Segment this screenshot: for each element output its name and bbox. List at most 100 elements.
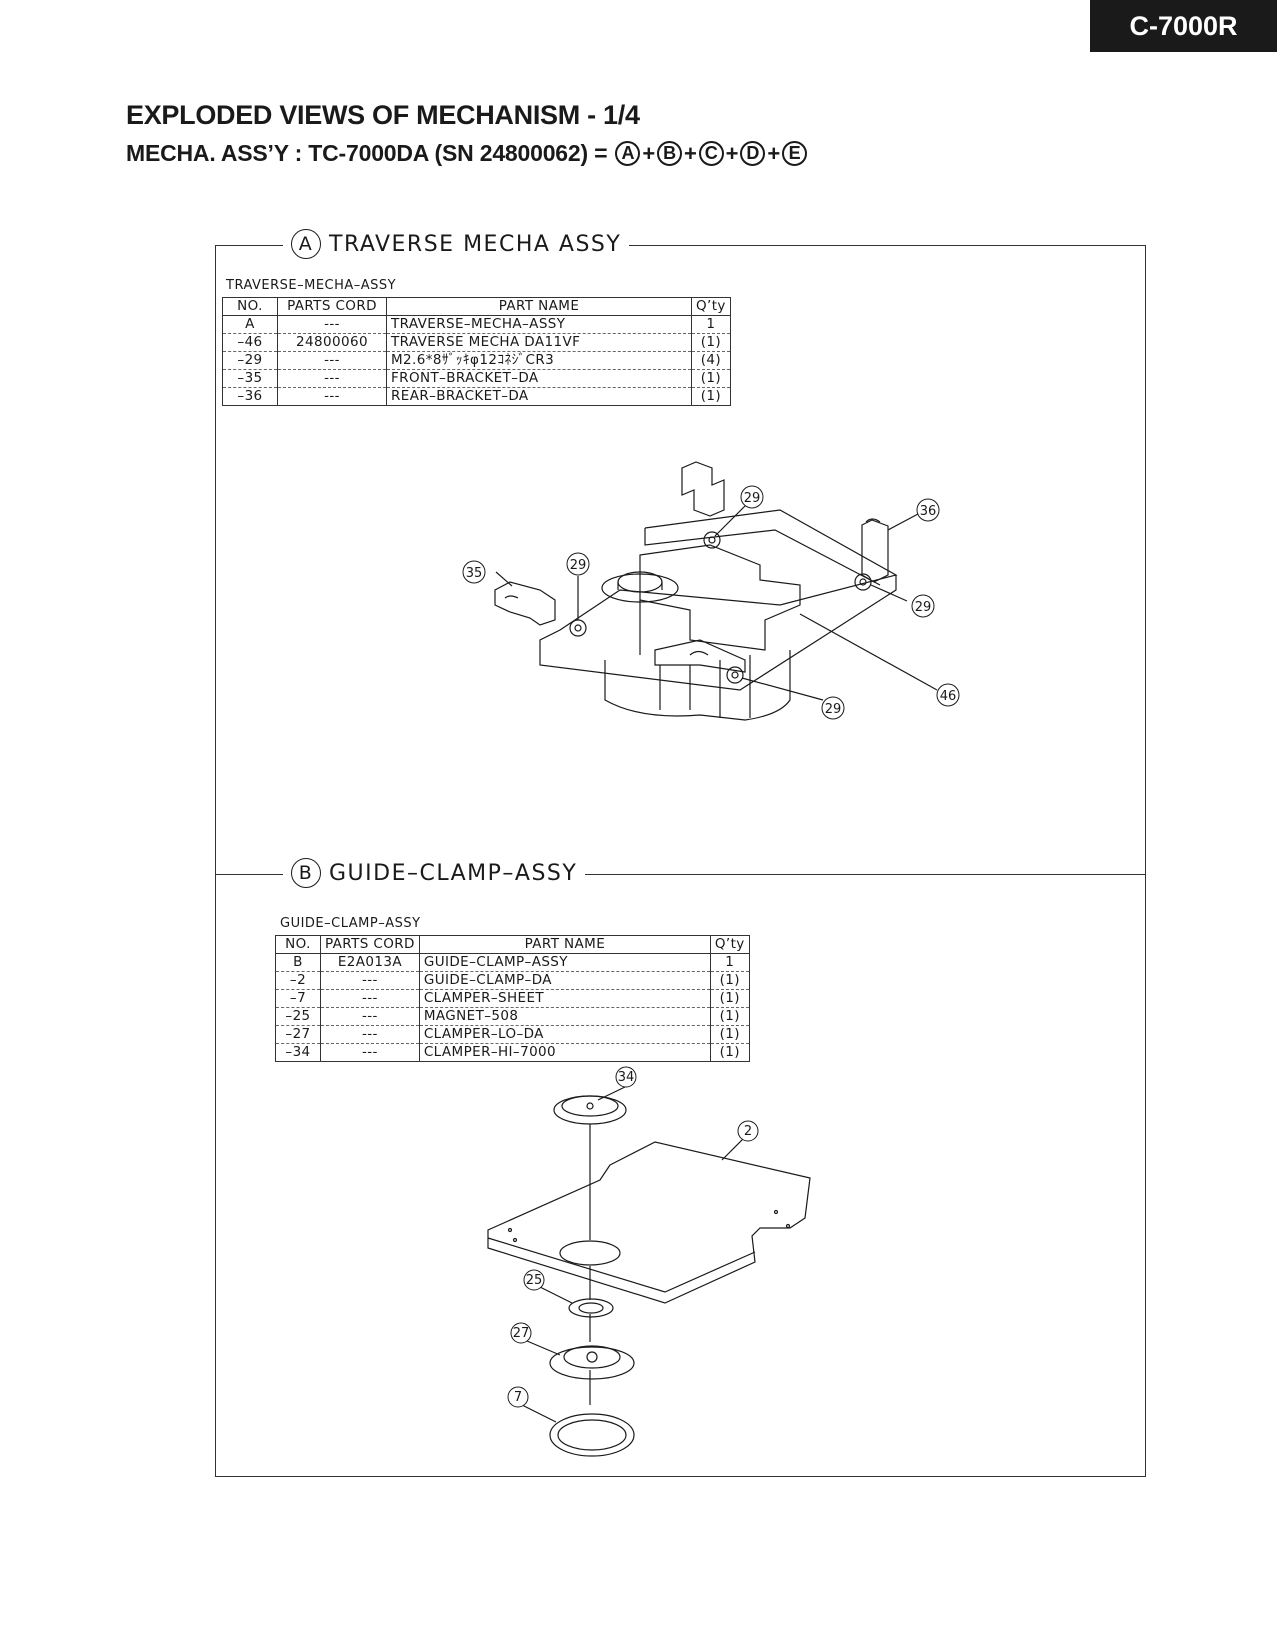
model-tag: C-7000R [1090,0,1277,52]
module-d-badge: D [740,141,766,166]
callout-bubble [462,560,486,584]
section-b-letter: B [291,858,321,888]
parts-table-b: NO. PARTS CORD PART NAME Q’ty B E2A013A … [275,935,750,1062]
callout-bubble [566,552,590,576]
cell-no: –25 [275,1007,321,1026]
parts-table-a: NO. PARTS CORD PART NAME Q’ty A --- TRAV… [222,297,731,406]
table-row: –46 24800060 TRAVERSE MECHA DA11VF (1) [222,333,731,352]
cell-name: REAR–BRACKET–DA [386,387,692,406]
cell-name: CLAMPER–LO–DA [418,1025,711,1044]
cell-parts: --- [277,387,387,406]
module-b-badge: B [657,141,683,166]
table-row: B E2A013A GUIDE–CLAMP–ASSY 1 [275,953,750,972]
section-a-letter: A [291,229,321,259]
callout-bubble [510,1322,532,1344]
cell-no: –27 [275,1025,321,1044]
cell-name: FRONT–BRACKET–DA [386,369,692,388]
callout-number: 29 [744,491,761,506]
cell-qty: (1) [691,333,731,352]
table-row: –34 --- CLAMPER–HI–7000 (1) [275,1043,750,1062]
cell-parts: --- [277,315,387,334]
col-qty: Q’ty [709,935,750,954]
module-list: A+ B+ C+ D+ E [615,141,807,167]
section-a-callout-labels: 29 36 35 29 29 46 29 [466,491,957,717]
section-a-callouts [462,485,960,720]
table-row: –7 --- CLAMPER–SHEET (1) [275,989,750,1008]
col-name: PART NAME [418,935,711,954]
col-name: PART NAME [386,297,692,316]
cell-no: B [275,953,321,972]
subtitle-text: MECHA. ASS’Y : TC-7000DA (SN 24800062) = [126,140,608,166]
table-header: NO. PARTS CORD PART NAME Q’ty [275,935,750,954]
module-c-badge: C [698,141,724,166]
cell-no: –7 [275,989,321,1008]
cell-name: GUIDE–CLAMP–ASSY [418,953,711,972]
module-e-badge: E [781,141,807,166]
callout-number: 27 [513,1326,530,1341]
cell-no: –36 [222,387,278,406]
cell-parts: --- [277,369,387,388]
callout-bubble [916,498,940,522]
callout-bubble [507,1386,529,1408]
cell-no: –35 [222,369,278,388]
table-row: –27 --- CLAMPER–LO–DA (1) [275,1025,750,1044]
page-subtitle: MECHA. ASS’Y : TC-7000DA (SN 24800062) =… [126,140,807,167]
cell-qty: (1) [691,369,731,388]
col-parts: PARTS CORD [277,297,387,316]
col-no: NO. [222,297,278,316]
table-row: –2 --- GUIDE–CLAMP–DA (1) [275,971,750,990]
cell-parts: E2A013A [320,953,420,972]
cell-qty: (1) [709,1025,750,1044]
cell-qty: (1) [709,971,750,990]
col-qty: Q’ty [691,297,731,316]
cell-qty: (1) [691,387,731,406]
table-row: –35 --- FRONT–BRACKET–DA (1) [222,369,731,388]
table-row: –36 --- REAR–BRACKET–DA (1) [222,387,731,406]
cell-name: CLAMPER–HI–7000 [418,1043,711,1062]
callout-number: 36 [920,504,937,519]
section-b-label: GUIDE–CLAMP–ASSY [329,860,578,886]
cell-no: –2 [275,971,321,990]
callout-number: 29 [570,558,587,573]
cell-qty: (1) [709,989,750,1008]
callout-bubble [821,696,845,720]
cell-no: –29 [222,351,278,370]
section-a-label: TRAVERSE MECHA ASSY [329,231,622,257]
callout-bubble [740,485,764,509]
cell-no: –34 [275,1043,321,1062]
cell-qty: (4) [691,351,731,370]
col-no: NO. [275,935,321,954]
section-b-frame [215,875,1146,1477]
table-a-title: TRAVERSE–MECHA–ASSY [226,278,397,293]
callout-bubble [911,594,935,618]
callout-number: 29 [825,702,842,717]
callout-number: 29 [915,600,932,615]
cell-name: MAGNET–508 [418,1007,711,1026]
callout-number: 35 [466,566,483,581]
table-header: NO. PARTS CORD PART NAME Q’ty [222,297,731,316]
cell-qty: (1) [709,1043,750,1062]
cell-no: –46 [222,333,278,352]
callout-number: 2 [744,1124,752,1139]
page-title: EXPLODED VIEWS OF MECHANISM - 1/4 [126,100,640,130]
section-b-callout-labels: 34 2 25 27 7 [513,1070,752,1405]
section-b-heading: B GUIDE–CLAMP–ASSY [283,858,586,888]
table-b-title: GUIDE–CLAMP–ASSY [280,916,421,931]
col-parts: PARTS CORD [320,935,420,954]
table-row: –29 --- M2.6*8ｻﾞｯｷφ12ｺﾈｼﾞCR3 (4) [222,351,731,370]
callout-number: 7 [514,1390,522,1405]
callout-bubble [523,1269,545,1291]
cell-qty: 1 [709,953,750,972]
callout-number: 34 [618,1070,635,1085]
cell-qty: 1 [691,315,731,334]
callout-bubble [737,1120,759,1142]
cell-name: TRAVERSE–MECHA–ASSY [386,315,692,334]
cell-name: M2.6*8ｻﾞｯｷφ12ｺﾈｼﾞCR3 [386,351,692,370]
module-a-badge: A [615,141,641,166]
cell-name: TRAVERSE MECHA DA11VF [386,333,692,352]
cell-name: GUIDE–CLAMP–DA [418,971,711,990]
cell-parts: --- [320,971,420,990]
cell-parts: --- [320,989,420,1008]
callout-bubble [936,683,960,707]
